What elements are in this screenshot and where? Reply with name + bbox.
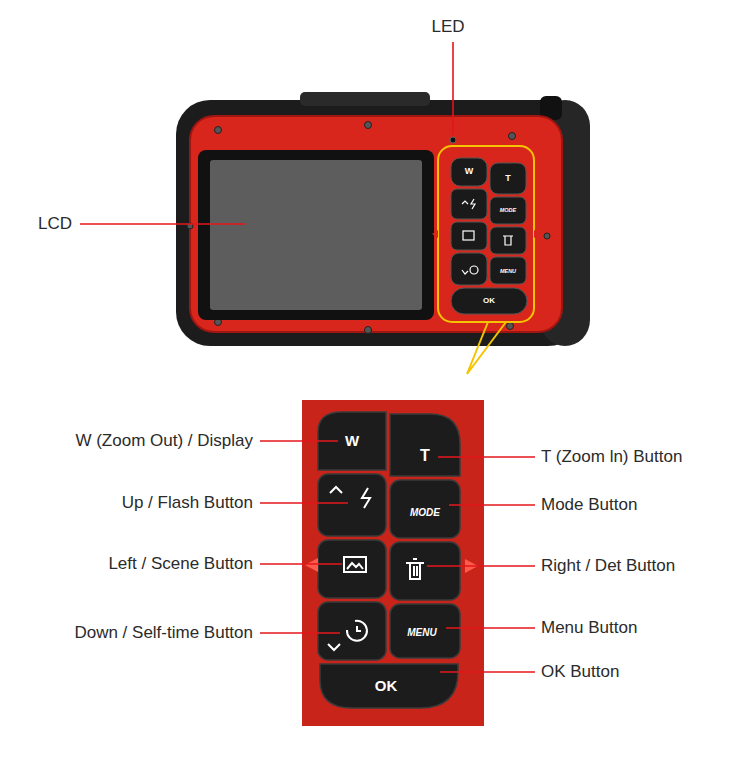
part-label: LCD — [38, 215, 72, 234]
part-label: Up / Flash Button — [122, 494, 253, 513]
large-icons — [328, 487, 424, 650]
button-text: W — [465, 167, 474, 177]
camera-body — [176, 100, 582, 346]
part-label: Left / Scene Button — [108, 555, 253, 574]
part-label: Mode Button — [541, 496, 637, 515]
button-text: OK — [375, 678, 398, 695]
red-panel — [190, 116, 562, 332]
small-buttons — [451, 158, 527, 314]
button-text: MODE — [500, 207, 517, 213]
part-label: Right / Det Button — [541, 557, 675, 576]
part-label: W (Zoom Out) / Display — [75, 432, 253, 451]
leader-lines — [80, 42, 535, 672]
button-text: W — [345, 433, 359, 450]
large-left-arrow — [305, 558, 318, 572]
top-control — [300, 92, 430, 106]
button-text: T — [505, 174, 511, 184]
part-label: LED — [431, 18, 464, 37]
button-text: OK — [483, 297, 495, 306]
highlight-outline — [438, 146, 534, 322]
screws — [187, 122, 550, 334]
zoom-panel — [302, 400, 484, 726]
small-right-arrow — [534, 230, 540, 238]
part-label: T (Zoom ln) Button — [541, 448, 682, 467]
button-text: MENU — [407, 627, 436, 638]
small-left-arrow — [432, 230, 438, 238]
button-text: MODE — [410, 507, 440, 518]
button-text: MENU — [500, 268, 516, 274]
button-text: T — [420, 447, 430, 465]
lcd-frame — [198, 150, 434, 320]
part-label: Menu Button — [541, 619, 637, 638]
part-label: OK Button — [541, 663, 619, 682]
zoom-pointer — [467, 322, 506, 374]
led-dot — [450, 137, 456, 143]
part-label: Down / Self-time Button — [74, 624, 253, 643]
lcd-screen — [210, 160, 422, 310]
